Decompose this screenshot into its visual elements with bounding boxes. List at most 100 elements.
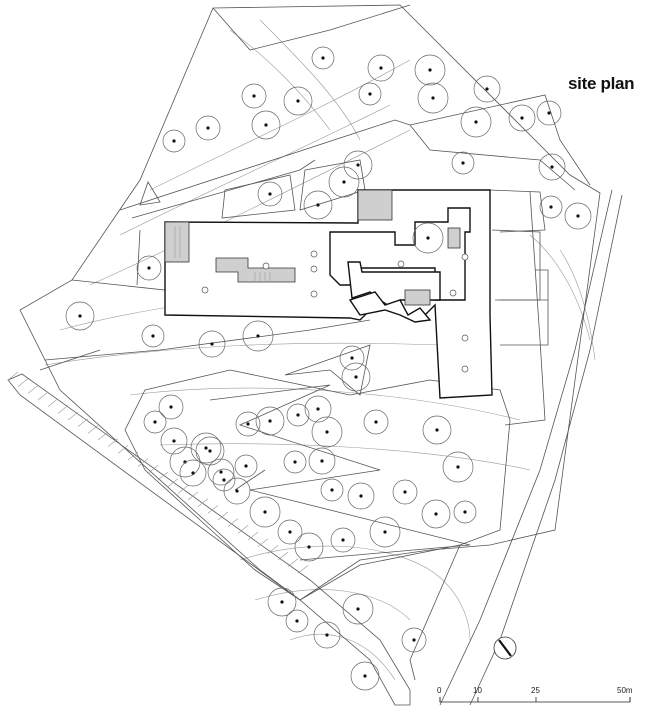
tree-icon bbox=[283, 86, 313, 116]
tree-icon bbox=[311, 416, 343, 448]
tree-icon bbox=[249, 496, 281, 528]
tree-icon bbox=[308, 447, 336, 475]
tree-icon bbox=[143, 410, 167, 434]
zigzag-pavilion bbox=[348, 291, 432, 323]
tree-icon bbox=[453, 500, 477, 524]
tree-icon bbox=[417, 82, 449, 114]
tree-icon bbox=[207, 458, 235, 486]
tree-icon bbox=[136, 255, 162, 281]
terrace-patch bbox=[357, 189, 393, 221]
tree-icon bbox=[179, 459, 207, 487]
scale-tick-10: 10 bbox=[473, 686, 482, 695]
tree-icon bbox=[536, 100, 562, 126]
tree-icon bbox=[401, 627, 427, 653]
stair-lines bbox=[174, 226, 271, 282]
tree-icon bbox=[286, 403, 310, 427]
tree-icon bbox=[539, 195, 563, 219]
scale-tick-50m: 50m bbox=[617, 686, 633, 695]
tree-icon bbox=[460, 106, 492, 138]
tree-icon bbox=[347, 482, 375, 510]
building bbox=[164, 189, 493, 399]
tree-icon bbox=[422, 415, 452, 445]
tree-icon bbox=[235, 411, 261, 437]
tree-icon bbox=[564, 202, 592, 230]
tree-icon bbox=[190, 432, 222, 464]
tree-icon bbox=[341, 362, 371, 392]
tree-icon bbox=[141, 324, 165, 348]
tree-icon bbox=[65, 301, 95, 331]
trees bbox=[65, 46, 592, 691]
tree-icon bbox=[363, 409, 389, 435]
marker-circle bbox=[397, 260, 405, 268]
tree-icon bbox=[223, 477, 251, 505]
tree-icon bbox=[267, 587, 297, 617]
site-boundary bbox=[19, 4, 601, 681]
tree-icon bbox=[241, 83, 267, 109]
tree-icon bbox=[283, 450, 307, 474]
north-arrow-icon bbox=[493, 636, 517, 660]
tree-icon bbox=[251, 110, 281, 140]
tree-icon bbox=[442, 451, 474, 483]
marker-circle bbox=[461, 365, 469, 373]
tree-icon bbox=[212, 468, 236, 492]
marker-circle bbox=[310, 265, 318, 273]
tree-icon bbox=[285, 609, 309, 633]
tree-icon bbox=[328, 166, 360, 198]
tree-icon bbox=[257, 181, 283, 207]
tree-icon bbox=[195, 436, 225, 466]
tree-icon bbox=[342, 593, 374, 625]
tree-icon bbox=[473, 75, 501, 103]
marker-circle bbox=[262, 262, 270, 270]
tree-icon bbox=[330, 527, 356, 553]
tree-icon bbox=[195, 115, 221, 141]
tree-icon bbox=[358, 82, 382, 106]
scale-tick-0: 0 bbox=[437, 686, 442, 695]
court-patch bbox=[404, 289, 431, 306]
tree-icon bbox=[158, 394, 184, 420]
tree-icon bbox=[367, 54, 395, 82]
tree-icon bbox=[160, 427, 188, 455]
marker-circle bbox=[310, 250, 318, 258]
road bbox=[439, 189, 623, 706]
tree-icon bbox=[313, 621, 341, 649]
tree-icon bbox=[350, 661, 380, 691]
tree-icon bbox=[304, 395, 332, 423]
marker-circle bbox=[201, 286, 209, 294]
stair-patch bbox=[447, 227, 461, 249]
scale-tick-25: 25 bbox=[531, 686, 540, 695]
tree-icon bbox=[234, 454, 258, 478]
driveway bbox=[7, 371, 411, 706]
tree-icon bbox=[343, 150, 373, 180]
tree-icon bbox=[162, 129, 186, 153]
tree-icon bbox=[414, 54, 446, 86]
tree-icon bbox=[277, 519, 303, 545]
tree-icon bbox=[311, 46, 335, 70]
tree-icon bbox=[421, 499, 451, 529]
marker-circle bbox=[461, 253, 469, 261]
tree-icon bbox=[198, 330, 226, 358]
marker-circle bbox=[310, 290, 318, 298]
marker-circle bbox=[449, 289, 457, 297]
tree-icon bbox=[392, 479, 418, 505]
marker-circle bbox=[461, 334, 469, 342]
inner-courtyard bbox=[215, 257, 296, 283]
tree-icon bbox=[369, 516, 401, 548]
tree-icon bbox=[294, 532, 324, 562]
building-markers bbox=[201, 250, 469, 373]
courtyard-patch bbox=[164, 221, 190, 263]
contour-lines bbox=[44, 19, 596, 681]
page-title: site plan bbox=[568, 74, 635, 93]
scale-bar: 0 10 25 50m bbox=[437, 686, 633, 703]
tree-icon bbox=[169, 446, 201, 478]
tree-icon bbox=[508, 104, 536, 132]
tree-icon bbox=[255, 406, 285, 436]
tree-icon bbox=[538, 153, 566, 181]
tree-icon bbox=[451, 151, 475, 175]
tree-icon bbox=[303, 190, 333, 220]
building-outline bbox=[164, 189, 493, 399]
tree-icon bbox=[412, 222, 444, 254]
tree-icon bbox=[320, 478, 344, 502]
tree-icon bbox=[242, 320, 274, 352]
tree-icon bbox=[339, 345, 365, 371]
